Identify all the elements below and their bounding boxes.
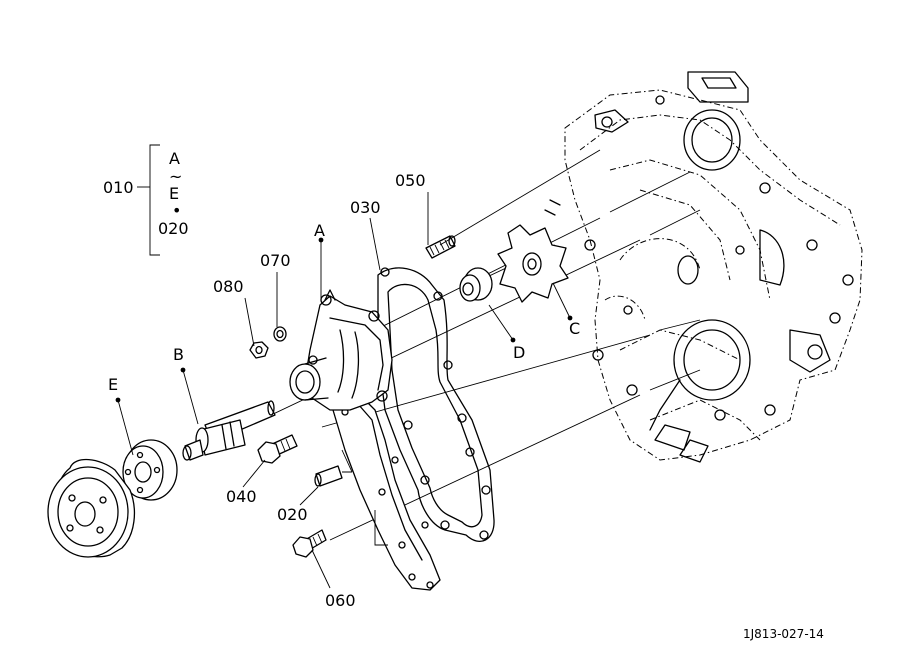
- label-010: 010: [103, 178, 134, 197]
- label-A: A: [314, 221, 325, 240]
- label-group-a: A: [169, 149, 180, 168]
- label-030: 030: [350, 198, 381, 217]
- drawing-reference: 1J813-027-14: [743, 627, 824, 641]
- label-040: 040: [226, 487, 257, 506]
- bolt-060: [292, 529, 327, 558]
- impeller-C: [497, 224, 569, 303]
- label-group-dot: •: [172, 201, 181, 220]
- part-labels: 010 A ~ E • 020 050 030 A 070 080 B C D …: [103, 149, 824, 641]
- label-060: 060: [325, 591, 356, 610]
- bolt-040: [257, 434, 298, 464]
- leader-lines: [115, 144, 573, 589]
- label-070: 070: [260, 251, 291, 270]
- label-E: E: [108, 375, 118, 394]
- label-050: 050: [395, 171, 426, 190]
- label-020: 020: [277, 505, 308, 524]
- label-group-e: E: [169, 184, 179, 203]
- stud-050: [425, 235, 456, 259]
- gasket-030: [377, 267, 495, 542]
- dowel-pin-020: [314, 465, 343, 487]
- label-D: D: [513, 343, 525, 362]
- gear-case: [544, 71, 863, 463]
- label-group-tilde: ~: [169, 167, 182, 186]
- flange-E: [122, 439, 178, 501]
- shaft-bearing-B: [182, 400, 276, 461]
- label-C: C: [569, 319, 580, 338]
- water-pump-body: [289, 289, 441, 591]
- label-group-020: 020: [158, 219, 189, 238]
- nut-080: [249, 341, 269, 359]
- fan-pulley: [47, 458, 136, 558]
- seal-D: [459, 267, 493, 302]
- label-B: B: [173, 345, 184, 364]
- washer-070: [273, 326, 287, 342]
- label-080: 080: [213, 277, 244, 296]
